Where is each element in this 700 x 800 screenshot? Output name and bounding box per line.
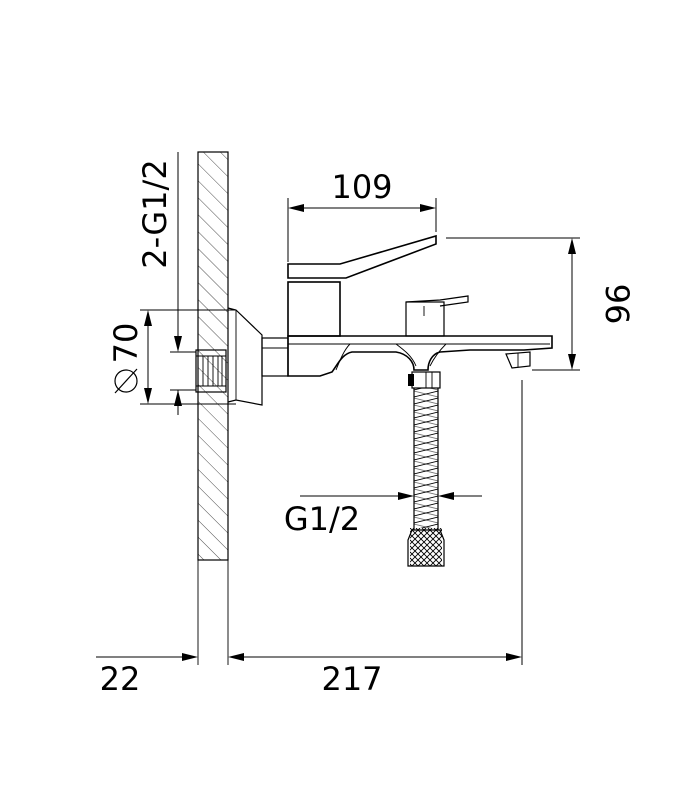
diverter-knob [405, 295, 469, 337]
diameter-symbol-icon [114, 368, 138, 394]
dimension-overall-depth: 217 [228, 380, 523, 698]
spout-outlet [505, 351, 531, 369]
shower-hose [413, 388, 439, 530]
dimension-height: 96 [446, 237, 636, 371]
dimension-label-wall-offset: 22 [100, 660, 141, 698]
dimension-label-inlet-thread: 2-G1/2 [136, 159, 174, 268]
cartridge-housing [287, 281, 341, 337]
wall-inlet-fitting [195, 349, 227, 393]
dimension-flange-diameter: 70 [107, 309, 236, 405]
wall-section [197, 151, 229, 665]
dimension-label-spout-reach: 109 [331, 168, 392, 206]
dimension-label-flange-diameter: 70 [107, 323, 145, 364]
hose-connector [407, 528, 445, 567]
handle-lever [287, 234, 437, 279]
dimension-hose-thread: G1/2 [284, 492, 482, 538]
dimension-spout-reach: 109 [287, 168, 437, 262]
dimension-wall-offset: 22 [96, 653, 198, 698]
mixer-body [287, 335, 553, 377]
dimension-label-overall-depth: 217 [321, 660, 382, 698]
dimension-inlet-thread: 2-G1/2 [136, 152, 196, 415]
dimension-label-height: 96 [598, 284, 636, 325]
hose-nut [408, 371, 441, 389]
escutcheon-flange [227, 307, 289, 406]
dimension-label-hose-thread: G1/2 [284, 500, 360, 538]
